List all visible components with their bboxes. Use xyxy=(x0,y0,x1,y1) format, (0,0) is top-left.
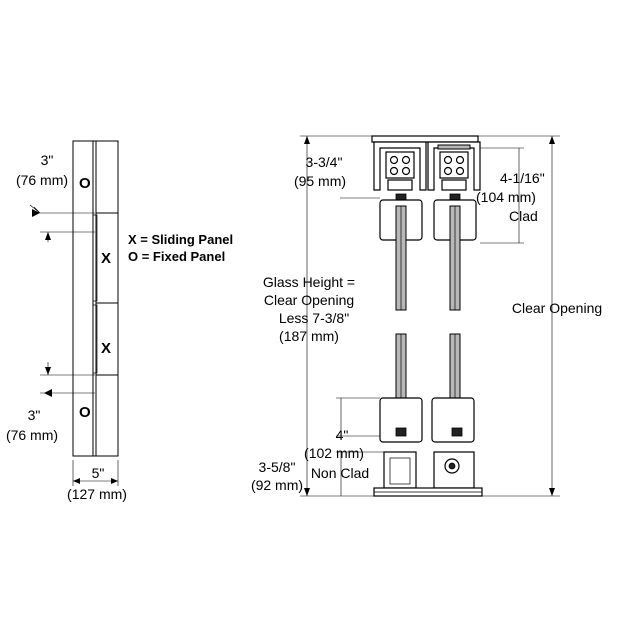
clad-label: Clad xyxy=(509,208,538,224)
top-roller-right xyxy=(439,151,469,179)
top-jamb xyxy=(95,140,119,214)
legend-fixed: O = Fixed Panel xyxy=(128,249,225,264)
bottom-clamp-left xyxy=(395,427,407,437)
non-clad-label: Non Clad xyxy=(311,465,369,481)
glass-height-arrow-bottom xyxy=(304,488,310,496)
glass-upper xyxy=(395,205,461,311)
glass-height-arrow-top xyxy=(304,136,310,144)
bottom-guide-left xyxy=(383,451,417,489)
bottom-clamp-right xyxy=(451,427,463,437)
bottom-glass-dim-in: 4" xyxy=(336,427,349,443)
clear-opening-arrow-bottom xyxy=(549,488,555,496)
glass-height-line1: Glass Height = xyxy=(263,274,355,290)
top-rail-dim-mm: (95 mm) xyxy=(294,173,346,189)
clear-opening-label: Clear Opening xyxy=(512,300,602,316)
bottom-dim-in: 3" xyxy=(28,407,41,423)
hanger-right xyxy=(441,179,467,191)
fixed-panel-mark-bottom: O xyxy=(79,404,91,421)
arrow-width-right xyxy=(111,478,118,484)
width-dim-in: 5" xyxy=(92,465,105,481)
roller-bolt xyxy=(443,155,453,165)
arrow-width-left xyxy=(73,478,80,484)
clad-dim-mm: (104 mm) xyxy=(476,189,536,205)
roller-bolt xyxy=(401,155,411,165)
arrow-head-bottom xyxy=(45,367,51,375)
top-track xyxy=(371,135,481,241)
top-roller-left xyxy=(385,151,415,179)
glass-height-line4: (187 mm) xyxy=(279,328,339,344)
top-insert xyxy=(437,144,471,150)
glass-height-line2: Clear Opening xyxy=(264,292,354,308)
roller-bolt xyxy=(455,166,465,176)
bottom-guide-left-inner xyxy=(389,457,411,485)
bottom-track xyxy=(373,397,483,497)
top-channel-left xyxy=(373,141,427,191)
top-channel-right xyxy=(427,141,481,191)
sliding-panel-mark-upper: X xyxy=(101,250,111,267)
width-dim-mm: (127 mm) xyxy=(67,486,127,502)
roller-bolt xyxy=(389,166,399,176)
legend-sliding: X = Sliding Panel xyxy=(128,232,233,247)
elevation-view: O X X O 3" (76 mm) 3" (76 mm) 5" (127 mm… xyxy=(6,140,233,502)
top-dim-mm: (76 mm) xyxy=(16,172,68,188)
clear-opening-arrow-top xyxy=(549,136,555,144)
hanger-left xyxy=(387,179,413,191)
arrow-head-top xyxy=(32,209,40,217)
roller-axle xyxy=(448,462,456,470)
bottom-rail-right xyxy=(431,397,475,443)
sliding-panel-mark-lower: X xyxy=(101,340,111,357)
top-track-cap xyxy=(371,135,479,143)
non-clad-dim-mm: (92 mm) xyxy=(251,477,303,493)
bottom-jamb xyxy=(95,374,119,457)
sliding-panel-lower-edge xyxy=(92,304,98,374)
bottom-dim-mm: (76 mm) xyxy=(6,427,58,443)
top-dim-in: 3" xyxy=(41,152,54,168)
non-clad-dim-in: 3-5/8" xyxy=(259,459,296,475)
arrow-head-bottom-2 xyxy=(44,389,52,397)
bottom-rail-left xyxy=(379,397,423,443)
section-view: Clear Opening xyxy=(251,135,602,497)
arrow-head-top-2 xyxy=(45,232,51,240)
fixed-panel-mark-top: O xyxy=(79,175,91,192)
sliding-panel-lower xyxy=(95,302,119,376)
roller-bolt xyxy=(443,166,453,176)
bottom-glass-dim-mm: (102 mm) xyxy=(304,445,364,461)
glass-height-line3: Less 7-3/8" xyxy=(279,310,349,326)
roller-bolt xyxy=(401,166,411,176)
sliding-panel-upper-edge xyxy=(92,214,98,302)
roller-bolt xyxy=(455,155,465,165)
roller-bolt xyxy=(389,155,399,165)
clad-dim-in: 4-1/16" xyxy=(500,170,545,186)
top-rail-dim-in: 3-3/4" xyxy=(306,154,343,170)
